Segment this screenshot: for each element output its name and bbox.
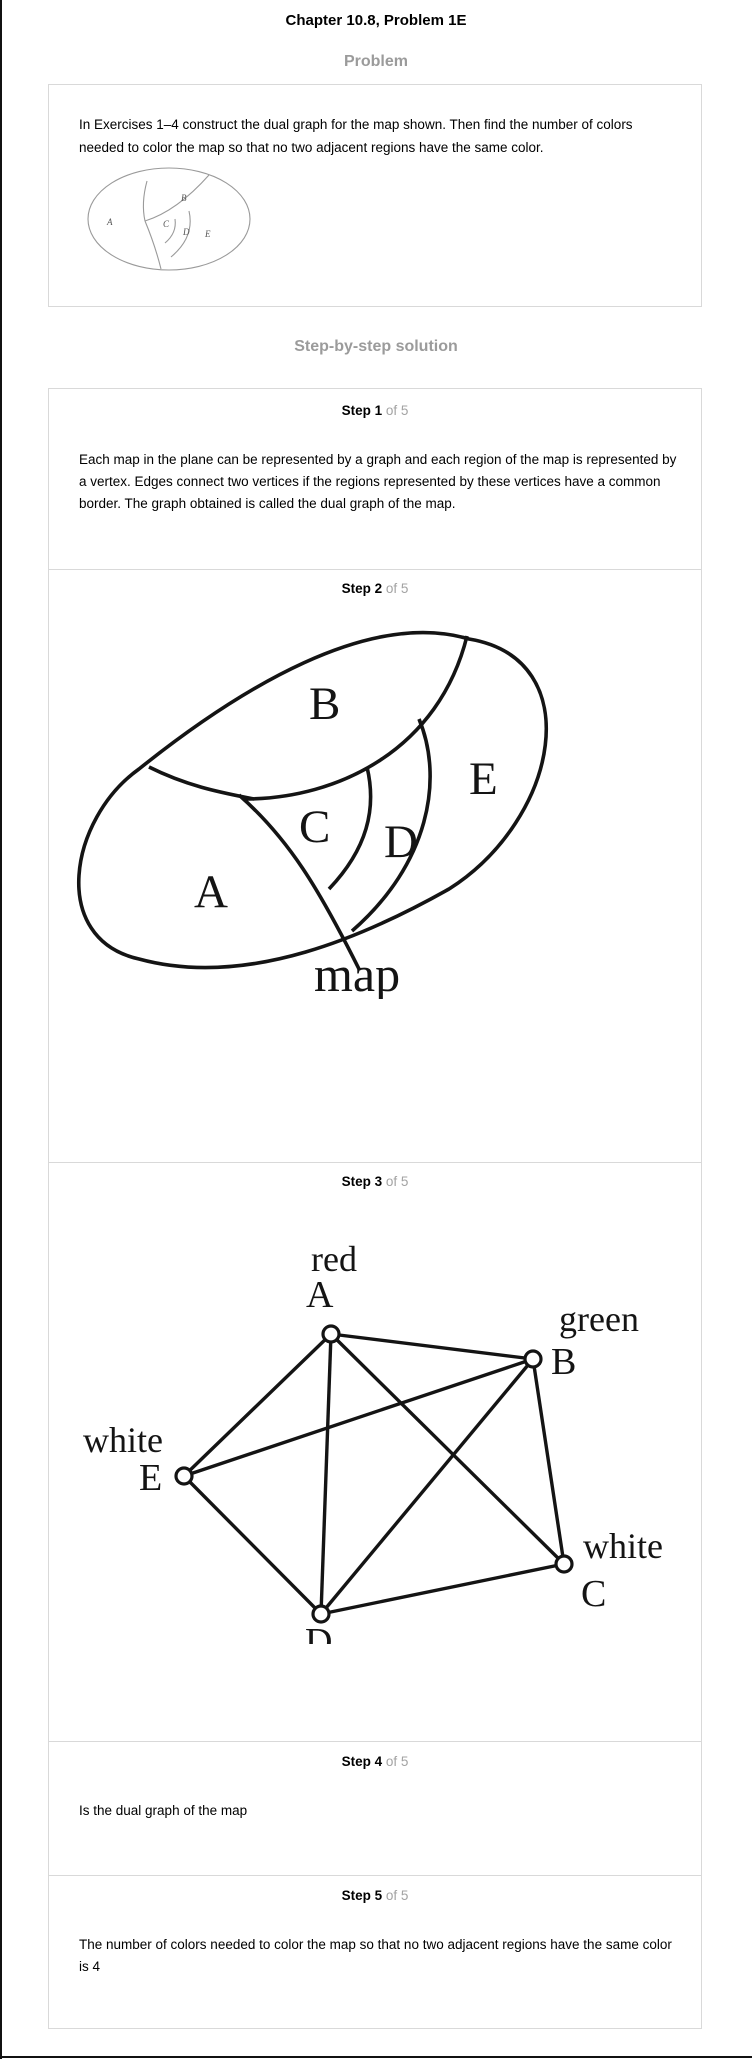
- step-2-title: Step 2 of 5: [49, 581, 701, 596]
- region-label-c: C: [299, 801, 330, 853]
- step-3-title: Step 3 of 5: [49, 1174, 701, 1189]
- graph-edge-ab: [330, 1332, 534, 1361]
- step-3-count: of 5: [385, 1174, 409, 1189]
- graph-vertex-label-c: C: [581, 1573, 606, 1615]
- map-border-ac: [237, 793, 361, 970]
- map-outer-boundary: [77, 630, 548, 970]
- step-4-count: of 5: [385, 1754, 409, 1769]
- graph-vertex-color-b: green: [559, 1299, 639, 1339]
- step-4-text: Is the dual graph of the map: [79, 1803, 248, 1818]
- graph-edge-cd: [320, 1562, 565, 1616]
- dual-graph-figure: AredBgreenCwhiteDblueEwhite: [83, 1239, 663, 1644]
- problem-card: In Exercises 1–4 construct the dual grap…: [48, 84, 702, 307]
- step-1-title: Step 1 of 5: [49, 403, 701, 418]
- graph-vertex-label-b: B: [551, 1341, 576, 1383]
- graph-edge-ae: [182, 1332, 333, 1478]
- thumb-label-a: A: [106, 217, 113, 227]
- step-divider: [49, 1162, 701, 1163]
- graph-edge-bd: [319, 1357, 535, 1616]
- region-label-b: B: [309, 678, 340, 730]
- problem-text: In Exercises 1–4 construct the dual grap…: [79, 117, 633, 155]
- graph-vertex-color-c: white: [583, 1526, 663, 1566]
- step-divider: [49, 569, 701, 570]
- graph-edge-be: [183, 1357, 534, 1478]
- map-border-ab: [148, 765, 255, 801]
- graph-edge-de: [182, 1474, 323, 1616]
- graph-vertex-label-a: A: [306, 1274, 334, 1316]
- step-2-label: Step 2: [341, 581, 383, 596]
- graph-vertex-c: [554, 1554, 574, 1574]
- map-border-cd: [327, 766, 373, 891]
- step-4-title: Step 4 of 5: [49, 1754, 701, 1769]
- graph-vertex-label-e: E: [139, 1457, 162, 1499]
- map-caption: map: [314, 946, 400, 999]
- region-label-e: E: [469, 753, 498, 805]
- step-2-count: of 5: [385, 581, 409, 596]
- graph-vertex-d: [311, 1604, 331, 1624]
- map-figure: A B C D E map: [77, 630, 548, 999]
- graph-edge-ad: [319, 1333, 333, 1615]
- problem-heading: Problem: [343, 53, 408, 70]
- graph-vertex-color-e: white: [83, 1420, 163, 1460]
- step-5-title: Step 5 of 5: [49, 1888, 701, 1903]
- step-5-label: Step 5: [341, 1888, 383, 1903]
- graph-vertex-e: [174, 1466, 194, 1486]
- step-1-text: Each map in the plane can be represented…: [79, 452, 677, 511]
- step-3-label: Step 3: [341, 1174, 383, 1189]
- step-1-label: Step 1: [341, 403, 383, 418]
- region-label-d: D: [384, 816, 418, 868]
- thumb-label-b: B: [181, 193, 187, 203]
- graph-edge-ac: [329, 1332, 566, 1566]
- step-divider: [49, 1875, 701, 1876]
- step-divider: [49, 1741, 701, 1742]
- thumb-label-d: D: [182, 227, 190, 237]
- solution-card: Step 1 of 5 Each map in the plane can be…: [48, 388, 702, 2029]
- region-label-a: A: [194, 866, 228, 918]
- page-border-bottom: [0, 2056, 752, 2058]
- graph-vertex-b: [523, 1349, 543, 1369]
- page-border-left: [0, 0, 2, 2059]
- step-5-text: The number of colors needed to color the…: [79, 1937, 672, 1974]
- graph-vertex-color-a: red: [311, 1239, 357, 1279]
- map-border-bc: [243, 635, 469, 801]
- thumb-label-c: C: [163, 219, 170, 229]
- graph-vertex-a: [321, 1324, 341, 1344]
- solution-heading: Step-by-step solution: [294, 338, 458, 355]
- problem-map-thumbnail: A B C D E: [87, 167, 251, 271]
- step-4-label: Step 4: [341, 1754, 383, 1769]
- thumb-label-e: E: [204, 229, 211, 239]
- page-title: Chapter 10.8, Problem 1E: [285, 12, 467, 29]
- map-border-de: [350, 718, 432, 933]
- step-5-count: of 5: [385, 1888, 409, 1903]
- step-1-count: of 5: [385, 403, 409, 418]
- graph-edge-bc: [531, 1358, 566, 1565]
- graph-vertex-label-d: D: [305, 1621, 332, 1644]
